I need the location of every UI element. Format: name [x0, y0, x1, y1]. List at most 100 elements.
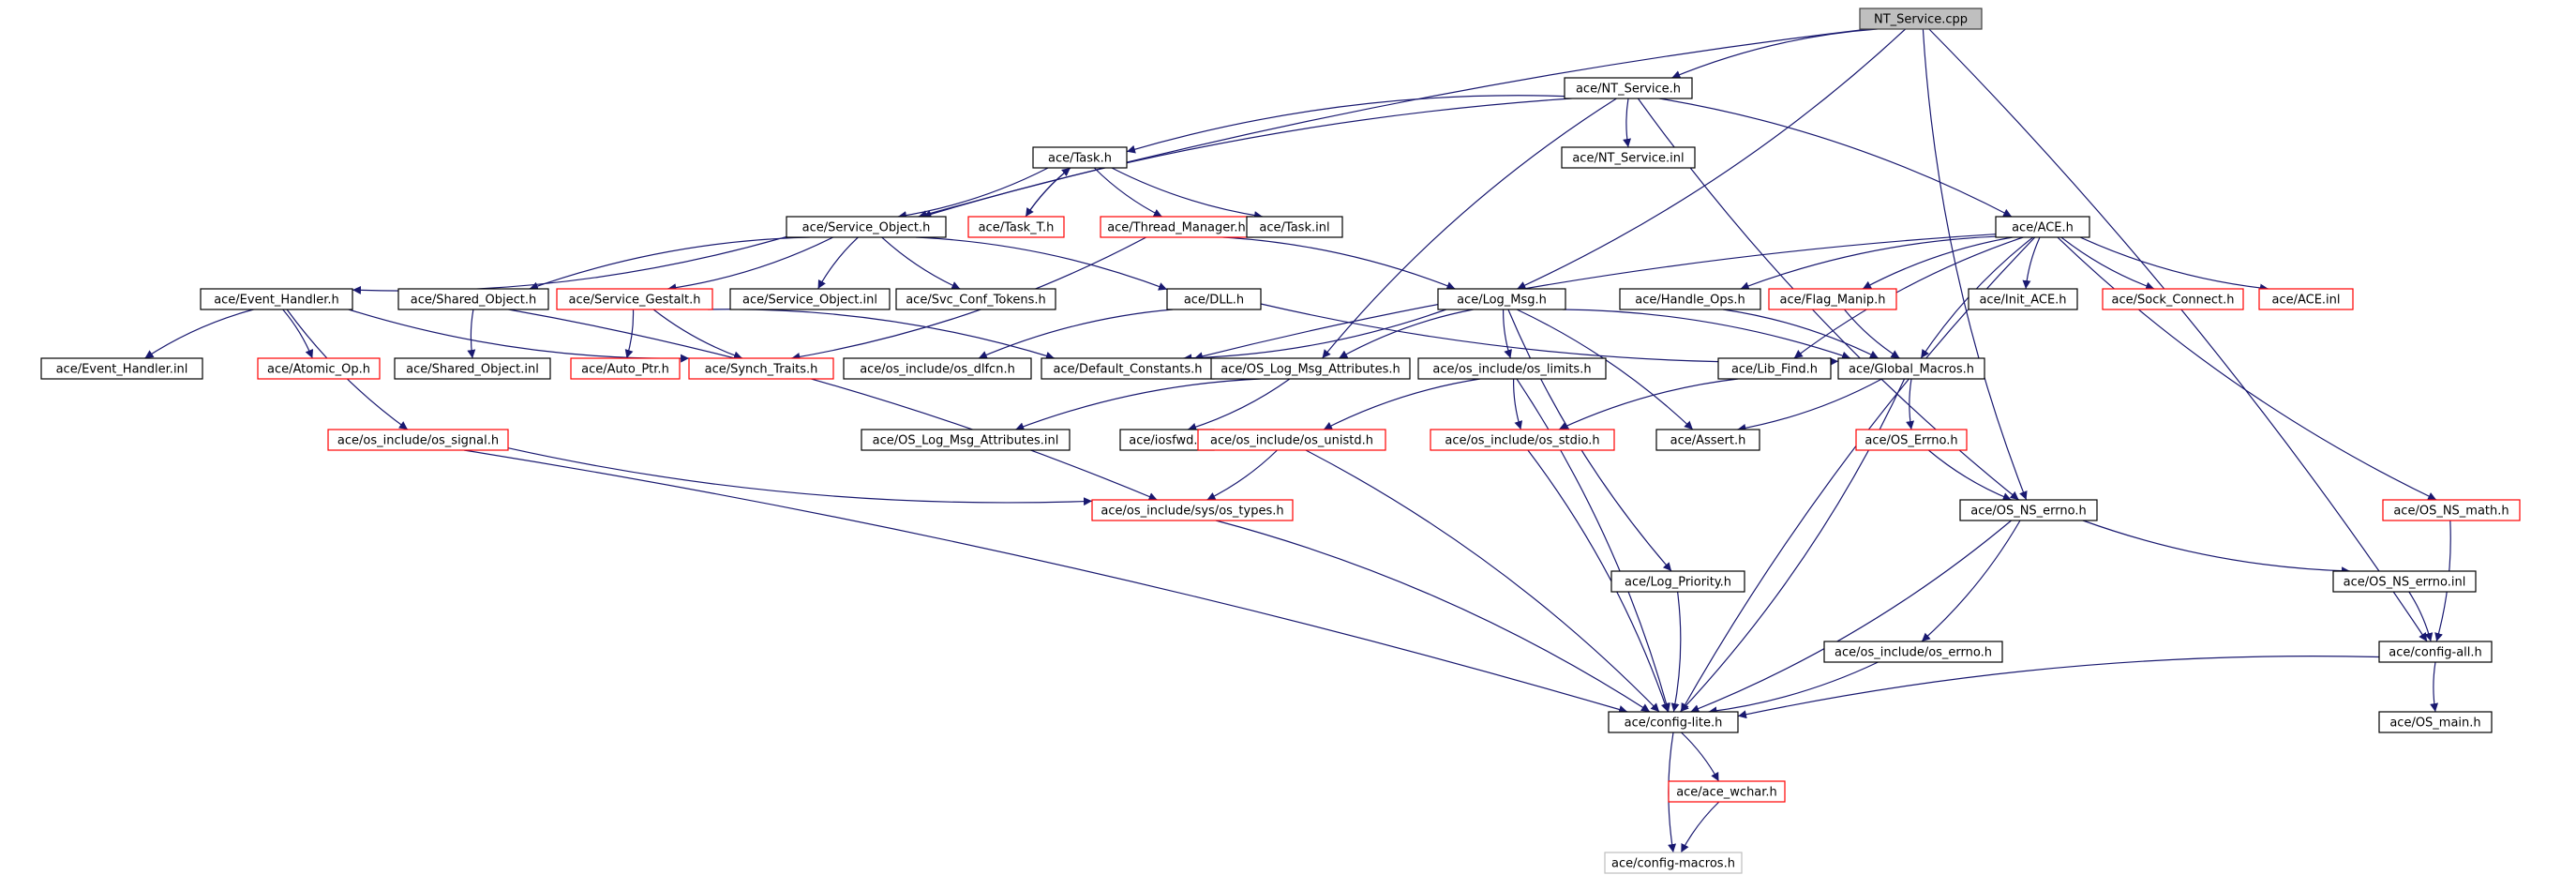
node-box[interactable] [1855, 429, 1968, 451]
node-ace-inl[interactable]: ace/ACE.inl [2258, 288, 2354, 310]
node-handle-ops-h[interactable]: ace/Handle_Ops.h [1619, 288, 1761, 310]
node-flag-manip-h[interactable]: ace/Flag_Manip.h [1768, 288, 1897, 310]
node-global-macros-h[interactable]: ace/Global_Macros.h [1837, 357, 1985, 380]
node-box[interactable] [843, 357, 1032, 380]
node-os-log-msg-attributes-inl[interactable]: ace/OS_Log_Msg_Attributes.inl [861, 429, 1071, 451]
node-box[interactable] [1610, 570, 1745, 593]
node-box[interactable] [2258, 288, 2354, 310]
node-os-ns-math-h[interactable]: ace/OS_NS_math.h [2382, 499, 2521, 521]
node-box[interactable] [861, 429, 1071, 451]
node-sock-connect-h[interactable]: ace/Sock_Connect.h [2102, 288, 2244, 310]
node-config-lite-h[interactable]: ace/config-lite.h [1608, 711, 1739, 733]
node-auto-ptr-h[interactable]: ace/Auto_Ptr.h [570, 357, 681, 380]
node-box[interactable] [967, 216, 1065, 238]
node-assert-h[interactable]: ace/Assert.h [1655, 429, 1760, 451]
node-thread-manager-h[interactable]: ace/Thread_Manager.h [1100, 216, 1253, 238]
node-default-constants-h[interactable]: ace/Default_Constants.h [1041, 357, 1215, 380]
node-os-signal-h[interactable]: ace/os_include/os_signal.h [327, 429, 509, 451]
node-box[interactable] [1668, 780, 1786, 803]
node-service-object-inl[interactable]: ace/Service_Object.inl [729, 288, 891, 310]
node-os-ns-errno-h[interactable]: ace/OS_NS_errno.h [1959, 499, 2098, 521]
node-nt-service-inl[interactable]: ace/NT_Service.inl [1561, 146, 1696, 169]
node-box[interactable] [688, 357, 834, 380]
node-svc-conf-tokens-h[interactable]: ace/Svc_Conf_Tokens.h [895, 288, 1056, 310]
node-box[interactable] [1210, 357, 1411, 380]
node-box[interactable] [1717, 357, 1832, 380]
node-ace-h[interactable]: ace/ACE.h [1995, 216, 2090, 238]
node-box[interactable] [570, 357, 681, 380]
node-service-object-h[interactable]: ace/Service_Object.h [786, 216, 947, 238]
node-dll-h[interactable]: ace/DLL.h [1166, 288, 1262, 310]
node-os-unistd-h[interactable]: ace/os_include/os_unistd.h [1197, 429, 1386, 451]
node-box[interactable] [1561, 146, 1696, 169]
node-box[interactable] [1959, 499, 2098, 521]
node-box[interactable] [1859, 8, 1983, 30]
node-nt-service-cpp[interactable]: NT_Service.cpp [1859, 8, 1983, 30]
node-box[interactable] [257, 357, 381, 380]
node-lib-find-h[interactable]: ace/Lib_Find.h [1717, 357, 1832, 380]
node-ace-wchar-h[interactable]: ace/ace_wchar.h [1668, 780, 1786, 803]
node-log-priority-h[interactable]: ace/Log_Priority.h [1610, 570, 1745, 593]
node-os-errno-h[interactable]: ace/OS_Errno.h [1855, 429, 1968, 451]
node-box[interactable] [1608, 711, 1739, 733]
node-box[interactable] [327, 429, 509, 451]
node-atomic-op-h[interactable]: ace/Atomic_Op.h [257, 357, 381, 380]
node-label: ace/Auto_Ptr.h [581, 363, 669, 377]
node-box[interactable] [786, 216, 947, 238]
node-event-handler-inl[interactable]: ace/Event_Handler.inl [40, 357, 203, 380]
node-box[interactable] [1166, 288, 1262, 310]
node-box[interactable] [1091, 499, 1294, 521]
node-box[interactable] [40, 357, 203, 380]
node-log-msg-h[interactable]: ace/Log_Msg.h [1437, 288, 1566, 310]
node-os-types-h[interactable]: ace/os_include/sys/os_types.h [1091, 499, 1294, 521]
node-box[interactable] [2378, 641, 2493, 663]
node-box[interactable] [1564, 77, 1693, 99]
node-shared-object-h[interactable]: ace/Shared_Object.h [397, 288, 549, 310]
node-box[interactable] [1032, 146, 1128, 169]
node-init-ace-h[interactable]: ace/Init_ACE.h [1968, 288, 2078, 310]
node-box[interactable] [1430, 429, 1615, 451]
node-task-inl[interactable]: ace/Task.inl [1246, 216, 1343, 238]
node-box[interactable] [2102, 288, 2244, 310]
node-box[interactable] [729, 288, 891, 310]
node-box[interactable] [1246, 216, 1343, 238]
node-box[interactable] [1604, 852, 1743, 874]
node-box[interactable] [1437, 288, 1566, 310]
node-box[interactable] [895, 288, 1056, 310]
node-box[interactable] [2378, 711, 2493, 733]
edge-os_errno_h-to-os_ns_errno_h [1927, 449, 2012, 501]
node-nt-service-h[interactable]: ace/NT_Service.h [1564, 77, 1693, 99]
node-box[interactable] [556, 288, 713, 310]
node-os-dlfcn-h[interactable]: ace/os_include/os_dlfcn.h [843, 357, 1032, 380]
node-label: ace/ACE.h [2012, 221, 2074, 235]
node-os-log-msg-attributes-h[interactable]: ace/OS_Log_Msg_Attributes.h [1210, 357, 1411, 380]
node-os-stdio-h[interactable]: ace/os_include/os_stdio.h [1430, 429, 1615, 451]
node-box[interactable] [1197, 429, 1386, 451]
node-service-gestalt-h[interactable]: ace/Service_Gestalt.h [556, 288, 713, 310]
node-os-include-errno-h[interactable]: ace/os_include/os_errno.h [1823, 641, 2003, 663]
node-os-main-h[interactable]: ace/OS_main.h [2378, 711, 2493, 733]
node-synch-traits-h[interactable]: ace/Synch_Traits.h [688, 357, 834, 380]
node-os-limits-h[interactable]: ace/os_include/os_limits.h [1417, 357, 1607, 380]
node-box[interactable] [1995, 216, 2090, 238]
node-box[interactable] [200, 288, 353, 310]
node-box[interactable] [1837, 357, 1985, 380]
node-box[interactable] [1655, 429, 1760, 451]
node-iosfwd-h[interactable]: ace/iosfwd.h [1119, 429, 1215, 451]
node-config-macros-h[interactable]: ace/config-macros.h [1604, 852, 1743, 874]
node-task-h[interactable]: ace/Task.h [1032, 146, 1128, 169]
node-config-all-h[interactable]: ace/config-all.h [2378, 641, 2493, 663]
node-box[interactable] [1968, 288, 2078, 310]
node-event-handler-h[interactable]: ace/Event_Handler.h [200, 288, 353, 310]
node-os-ns-errno-inl[interactable]: ace/OS_NS_errno.inl [2332, 570, 2477, 593]
node-box[interactable] [397, 288, 549, 310]
node-shared-object-inl[interactable]: ace/Shared_Object.inl [394, 357, 551, 380]
node-box[interactable] [394, 357, 551, 380]
node-task-t-h[interactable]: ace/Task_T.h [967, 216, 1065, 238]
node-box[interactable] [1768, 288, 1897, 310]
node-box[interactable] [1823, 641, 2003, 663]
node-box[interactable] [2382, 499, 2521, 521]
node-box[interactable] [1417, 357, 1607, 380]
node-box[interactable] [2332, 570, 2477, 593]
node-box[interactable] [1619, 288, 1761, 310]
